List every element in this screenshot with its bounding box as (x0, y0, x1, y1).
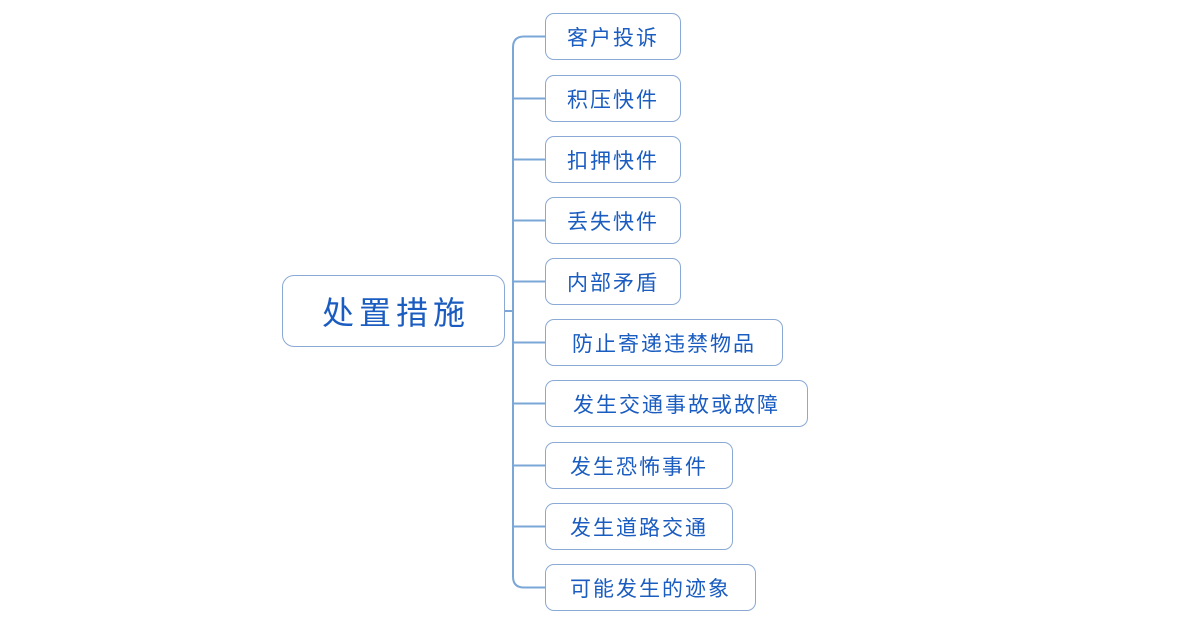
node-child-10[interactable]: 可能发生的迹象 (545, 564, 756, 611)
branch-connector-1 (512, 35, 546, 49)
node-child-2-label: 积压快件 (567, 87, 659, 112)
node-child-4-label: 丢失快件 (567, 209, 659, 234)
node-child-5-label: 内部矛盾 (567, 270, 659, 295)
node-child-1[interactable]: 客户投诉 (545, 13, 681, 60)
node-root[interactable]: 处置措施 (282, 275, 505, 347)
node-child-5[interactable]: 内部矛盾 (545, 258, 681, 305)
node-child-7[interactable]: 发生交通事故或故障 (545, 380, 808, 427)
node-child-9-label: 发生道路交通 (570, 515, 708, 540)
node-child-8-label: 发生恐怖事件 (570, 454, 708, 479)
node-child-3-label: 扣押快件 (567, 148, 659, 173)
branch-connector-10 (512, 575, 546, 589)
node-child-9[interactable]: 发生道路交通 (545, 503, 733, 550)
node-child-1-label: 客户投诉 (567, 25, 659, 50)
node-child-2[interactable]: 积压快件 (545, 75, 681, 122)
node-child-4[interactable]: 丢失快件 (545, 197, 681, 244)
node-child-7-label: 发生交通事故或故障 (573, 392, 780, 417)
node-root-label: 处置措施 (321, 294, 470, 332)
node-child-3[interactable]: 扣押快件 (545, 136, 681, 183)
node-child-6[interactable]: 防止寄递违禁物品 (545, 319, 783, 366)
node-child-10-label: 可能发生的迹象 (570, 576, 731, 601)
node-child-6-label: 防止寄递违禁物品 (572, 331, 756, 356)
node-child-8[interactable]: 发生恐怖事件 (545, 442, 733, 489)
